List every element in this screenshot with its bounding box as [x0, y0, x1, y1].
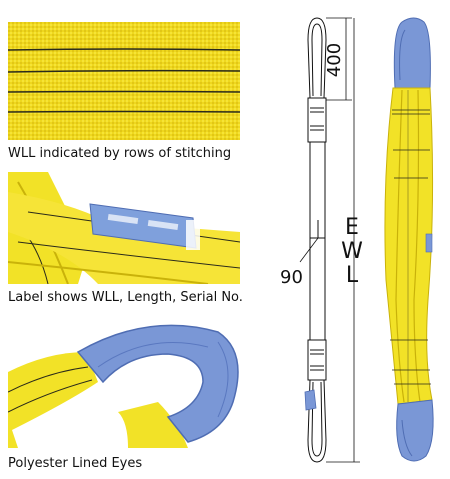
sling-outline-drawing: [307, 17, 327, 463]
ewl-letter-l: L: [346, 263, 359, 288]
label-photo: [8, 172, 240, 284]
lined-eyes-photo: [8, 322, 240, 448]
label-caption: Label shows WLL, Length, Serial No.: [8, 290, 243, 305]
stitching-caption: WLL indicated by rows of stitching: [8, 146, 232, 161]
full-sling-photo: [384, 17, 434, 462]
width-value: 90: [280, 267, 303, 288]
drawing-label-tag: [304, 389, 317, 411]
width-leader-line: [299, 237, 319, 263]
eye-length-value: 400: [324, 43, 345, 77]
ewl-letter-w: W: [341, 239, 363, 264]
webbing-stitching-photo: [8, 22, 240, 140]
eye-length-dimension: [326, 17, 352, 101]
ewl-letter-e: E: [345, 215, 359, 240]
lined-eyes-caption: Polyester Lined Eyes: [8, 456, 143, 471]
ewl-dimension: [326, 18, 360, 463]
